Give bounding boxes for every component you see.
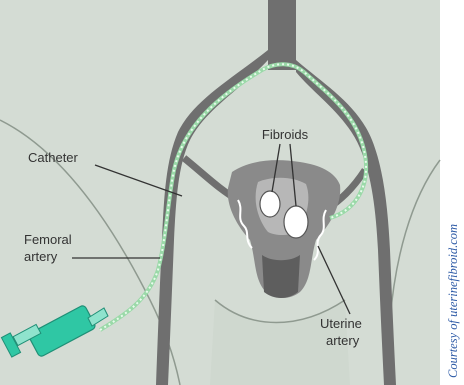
cervix bbox=[262, 255, 300, 298]
label-femoral-line1: Femoral bbox=[24, 232, 72, 247]
image-credit: Courtesy of uterinefibroid.com bbox=[446, 224, 460, 378]
label-fibroids: Fibroids bbox=[262, 127, 309, 142]
label-catheter: Catheter bbox=[28, 150, 79, 165]
fibroid-right bbox=[284, 206, 308, 238]
fibroid-left bbox=[260, 191, 280, 217]
label-femoral-line2: artery bbox=[24, 249, 58, 264]
aorta bbox=[268, 0, 296, 70]
label-uterine-line2: artery bbox=[326, 333, 360, 348]
label-uterine-line1: Uterine bbox=[320, 316, 362, 331]
